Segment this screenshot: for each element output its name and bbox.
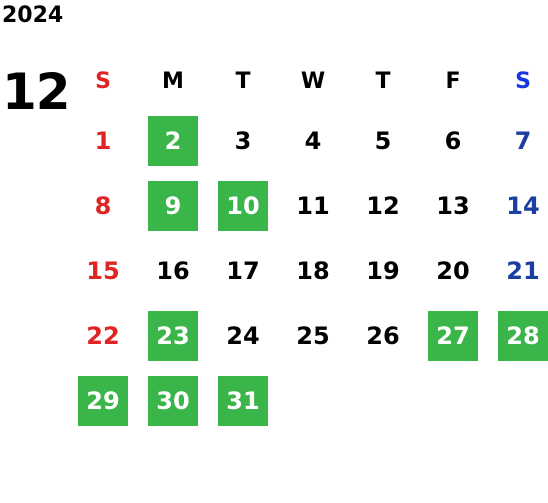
calendar-year: 2024: [2, 3, 64, 28]
day-number[interactable]: 18: [296, 256, 330, 285]
day-number[interactable]: 11: [296, 191, 330, 220]
day-cell[interactable]: 3: [208, 108, 278, 173]
day-number[interactable]: 5: [374, 126, 392, 155]
day-cell[interactable]: 20: [418, 238, 488, 303]
calendar-week-row: 29 30 31: [68, 368, 548, 433]
day-cell[interactable]: 8: [68, 173, 138, 238]
day-number[interactable]: 13: [436, 191, 470, 220]
calendar-week-row: 22 23 24 25 26 27 28: [68, 303, 548, 368]
day-cell[interactable]: 26: [348, 303, 418, 368]
weekday-monday: M: [162, 69, 184, 94]
day-cell[interactable]: 13: [418, 173, 488, 238]
day-number[interactable]: 8: [94, 191, 112, 220]
highlighted-day[interactable]: 9: [148, 180, 198, 231]
day-cell[interactable]: 29: [68, 368, 138, 433]
highlighted-day[interactable]: 28: [498, 310, 548, 361]
calendar-week-row: 1 2 3 4 5 6 7: [68, 108, 548, 173]
day-number[interactable]: 4: [304, 126, 322, 155]
day-cell[interactable]: 28: [488, 303, 548, 368]
day-cell: [278, 368, 348, 433]
day-number[interactable]: 7: [514, 126, 532, 155]
day-cell[interactable]: 31: [208, 368, 278, 433]
day-cell[interactable]: 16: [138, 238, 208, 303]
day-number[interactable]: 24: [226, 321, 260, 350]
highlighted-day[interactable]: 2: [148, 115, 198, 166]
day-number[interactable]: 15: [86, 256, 120, 285]
day-cell[interactable]: 18: [278, 238, 348, 303]
day-cell[interactable]: 6: [418, 108, 488, 173]
day-cell[interactable]: 30: [138, 368, 208, 433]
day-cell[interactable]: 4: [278, 108, 348, 173]
day-cell[interactable]: 7: [488, 108, 548, 173]
day-cell[interactable]: 10: [208, 173, 278, 238]
day-number[interactable]: 12: [366, 191, 400, 220]
day-cell[interactable]: 2: [138, 108, 208, 173]
day-cell[interactable]: 25: [278, 303, 348, 368]
day-number[interactable]: 20: [436, 256, 470, 285]
day-cell[interactable]: 19: [348, 238, 418, 303]
day-cell[interactable]: 17: [208, 238, 278, 303]
highlighted-day[interactable]: 27: [428, 310, 478, 361]
day-cell: [418, 368, 488, 433]
highlighted-day[interactable]: 29: [78, 375, 128, 426]
day-cell[interactable]: 11: [278, 173, 348, 238]
day-number[interactable]: 26: [366, 321, 400, 350]
day-number[interactable]: 19: [366, 256, 400, 285]
day-number[interactable]: 25: [296, 321, 330, 350]
day-cell[interactable]: 14: [488, 173, 548, 238]
day-number[interactable]: 16: [156, 256, 190, 285]
weekday-thursday: T: [375, 69, 391, 94]
day-cell[interactable]: 23: [138, 303, 208, 368]
day-number[interactable]: 21: [506, 256, 540, 285]
weekday-saturday: S: [515, 69, 531, 94]
day-number[interactable]: 6: [444, 126, 462, 155]
day-cell[interactable]: 22: [68, 303, 138, 368]
calendar-week-row: 15 16 17 18 19 20 21: [68, 238, 548, 303]
day-number[interactable]: 14: [506, 191, 540, 220]
day-cell: [488, 368, 548, 433]
weekday-tuesday: T: [235, 69, 251, 94]
day-number[interactable]: 17: [226, 256, 260, 285]
weekday-sunday: S: [95, 69, 111, 94]
highlighted-day[interactable]: 10: [218, 180, 268, 231]
day-cell[interactable]: 21: [488, 238, 548, 303]
day-number[interactable]: 1: [94, 126, 112, 155]
day-cell[interactable]: 12: [348, 173, 418, 238]
day-cell[interactable]: 9: [138, 173, 208, 238]
highlighted-day[interactable]: 23: [148, 310, 198, 361]
weekday-friday: F: [445, 69, 461, 94]
day-cell[interactable]: 27: [418, 303, 488, 368]
day-cell[interactable]: 24: [208, 303, 278, 368]
highlighted-day[interactable]: 30: [148, 375, 198, 426]
day-number[interactable]: 22: [86, 321, 120, 350]
weekday-header-row: S M T W T F S: [68, 55, 548, 108]
calendar-week-row: 8 9 10 11 12 13 14: [68, 173, 548, 238]
day-cell: [348, 368, 418, 433]
calendar-month: 12: [2, 63, 71, 121]
weekday-wednesday: W: [300, 69, 326, 94]
highlighted-day[interactable]: 31: [218, 375, 268, 426]
day-cell[interactable]: 15: [68, 238, 138, 303]
day-cell[interactable]: 1: [68, 108, 138, 173]
day-number[interactable]: 3: [234, 126, 252, 155]
day-cell[interactable]: 5: [348, 108, 418, 173]
